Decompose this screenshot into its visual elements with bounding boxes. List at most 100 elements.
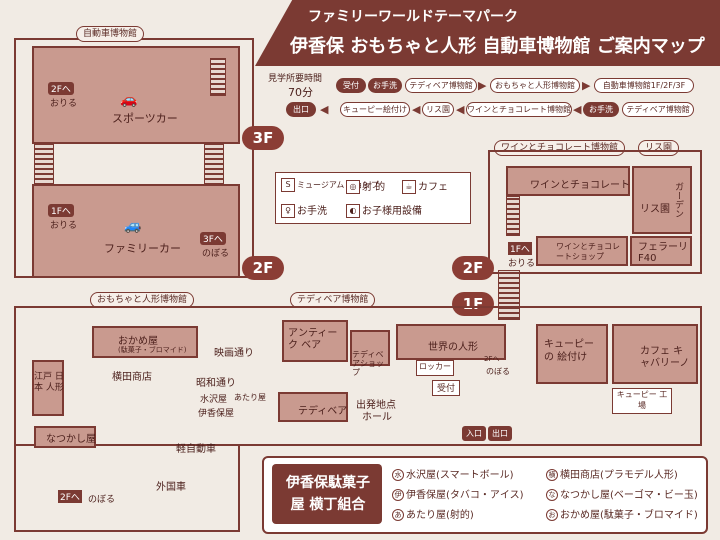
okameya-label: おかめ屋: [118, 336, 158, 347]
movie-street-label: 映画通り: [214, 348, 254, 359]
down-label: おりる: [50, 99, 78, 109]
ikahoya-label: 伊香保屋: [198, 409, 235, 419]
legend-cafe: ☕カフェ: [402, 178, 448, 194]
ferrari-label: フェラーリ F40: [638, 242, 688, 264]
route-arrow: ▶: [582, 79, 591, 92]
family-car-label: ファミリーカー: [104, 242, 181, 255]
mizusawa-label: 水沢屋: [200, 395, 228, 405]
squirrel-label: リス園: [640, 204, 670, 215]
shop-item-mizusawa: 水水沢屋(スマートボール): [392, 466, 514, 481]
wine-shop-label: ワインとチョコレートショップ: [556, 242, 620, 261]
bottom-up: のぼる: [88, 495, 116, 505]
cafe-label: カフェ キャバリーノ: [640, 346, 690, 369]
target-icon: ◎: [346, 180, 360, 194]
exit-label: 出口: [488, 426, 512, 441]
to-1f-label: 1Fへ: [48, 204, 74, 217]
to-3f-label: 3Fへ: [200, 232, 226, 245]
stairs-wine: [506, 196, 520, 236]
tour-time-label: 見学所要時間: [268, 74, 323, 84]
okameya-sub: (駄菓子・ブロマイド): [118, 346, 187, 354]
header-subtitle: ファミリーワールドテーマパーク: [308, 9, 518, 25]
wine-chocolate-label: ワインとチョコレート: [530, 180, 630, 191]
floor-2f-badge-right: 2F: [452, 256, 494, 280]
room-teddy-shop: [350, 330, 390, 366]
legend-box: [275, 172, 471, 224]
reception-box: 受付: [432, 380, 460, 396]
first-floor-outline: [14, 306, 702, 446]
room-ferrari: [630, 236, 692, 266]
garden-label: ガーデン: [673, 182, 683, 218]
stairs-connect-right: [204, 144, 224, 186]
squirrel-tab: リス園: [638, 140, 680, 156]
floor-1f-badge: 1F: [452, 292, 494, 316]
light-car-label: 軽自動車: [176, 444, 216, 455]
teddy-shop-label: テディベアショップ: [352, 350, 384, 377]
atariya-label: あたり屋: [234, 393, 266, 402]
shop-title-box: [272, 464, 382, 524]
bottom-to-2f: 2Fへ: [58, 490, 82, 503]
legend-kids: ◐お子様用設備: [346, 202, 422, 218]
room-3f-sports-car: [32, 46, 240, 144]
shop-item-natsukashi: ななつかし屋(ベーゴマ・ビー玉): [546, 486, 698, 501]
car-museum-tab-label: 自動車博物館: [83, 29, 138, 39]
baby-icon: ◐: [346, 204, 360, 218]
route-step-reception: 受付: [336, 78, 366, 93]
shop-item-yokota: 横横田商店(プラモデル人形): [546, 466, 678, 481]
shop-icon: S: [281, 178, 295, 192]
route-step-toys: おもちゃと人形博物館: [490, 78, 580, 93]
kewpie-label: キューピーの 絵付け: [544, 339, 594, 363]
room-wine-chocolate: [506, 166, 630, 196]
locker-box: ロッカー: [416, 360, 454, 376]
bottom-left-outline: [14, 446, 240, 532]
room-cafe: [612, 324, 698, 384]
route-step-kewpie: キューピー絵付け: [340, 102, 410, 117]
showa-label: 昭和通り: [196, 378, 236, 389]
route-step-exit: 出口: [286, 102, 316, 117]
wine-museum-outline: [488, 150, 702, 274]
stairs-connect-left: [34, 144, 54, 186]
down-label-2: おりる: [50, 221, 78, 231]
to-2f-label: 2Fへ: [48, 82, 74, 95]
room-antique: [282, 320, 348, 362]
room-edo-dolls: [32, 360, 64, 416]
stairs-3f: [210, 58, 226, 96]
legend-shooting: ◎射 的: [346, 178, 385, 194]
foreign-car-label: 外国車: [156, 482, 186, 493]
route-step-restroom-1: お手洗: [368, 78, 402, 93]
route-step-restroom-2: お手洗: [583, 102, 619, 117]
route-arrow: ◀: [320, 103, 329, 116]
route-arrow: ▶: [478, 79, 487, 92]
tour-time-value: 70分: [288, 86, 313, 99]
header-title: 伊香保 おもちゃと人形 自動車博物館 ご案内マップ: [290, 36, 705, 57]
room-2f-family-car: [32, 184, 240, 278]
route-step-squirrel: リス園: [422, 102, 454, 117]
edo-dolls-label: 江戸 日本 人形: [34, 372, 64, 393]
sports-car-icon: 🚗: [120, 92, 138, 108]
hall-label: ホール: [362, 412, 392, 423]
world-dolls-label: 世界の人形: [428, 342, 478, 353]
room-squirrel: [632, 166, 692, 234]
cafe-icon: ☕: [402, 180, 416, 194]
antique-label: アンティーク ベア: [288, 328, 338, 351]
route-arrow: ◀: [456, 103, 465, 116]
kewpie-factory: キューピー 工場: [612, 388, 672, 414]
route-arrow: ◀: [573, 103, 582, 116]
route-step-teddy-2: テディベア博物館: [622, 102, 694, 117]
room-wine-shop: [536, 236, 628, 266]
center-to-2f: 2Fへ: [484, 355, 500, 363]
room-teddy-bear: [278, 392, 348, 422]
floor-2f-badge-left: 2F: [242, 256, 284, 280]
yokota-label: 横田商店: [112, 372, 152, 383]
route-step-teddy: テディベア博物館: [405, 78, 477, 93]
room-world-dolls: [396, 324, 506, 360]
wine-down: おりる: [508, 259, 536, 269]
shop-item-atariya: ああたり屋(射的): [392, 506, 474, 521]
shop-item-okameya: おおかめ屋(駄菓子・ブロマイド): [546, 506, 698, 521]
wine-to-1f: 1Fへ: [508, 242, 532, 255]
route-step-wine: ワインとチョコレート博物館: [466, 102, 572, 117]
header-banner: [255, 0, 720, 66]
route-arrow: ◀: [412, 103, 421, 116]
shop-item-ikahoya: 伊伊香保屋(タバコ・アイス): [392, 486, 524, 501]
